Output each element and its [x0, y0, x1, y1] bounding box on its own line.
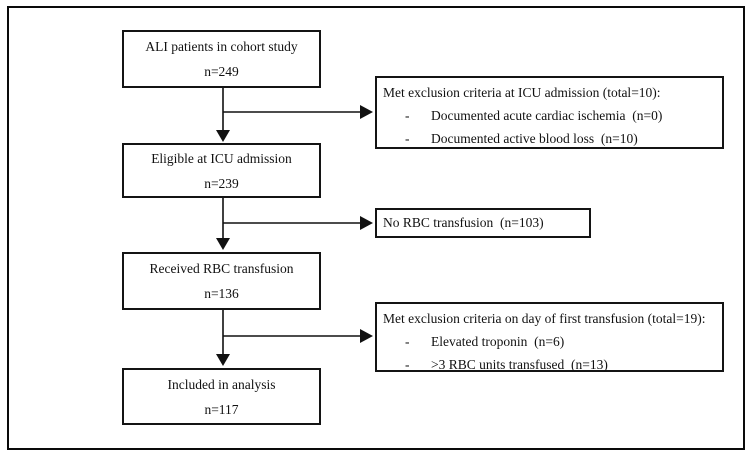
exclusion-item: - Elevated troponin (n=6) [383, 330, 716, 353]
dash-bullet: - [405, 108, 410, 123]
flow-box-included: Included in analysis n=117 [122, 368, 321, 425]
exclusion-item-text: Documented active blood loss (n=10) [431, 131, 638, 146]
flow-box-label: Included in analysis [167, 376, 276, 392]
dash-bullet: - [405, 357, 410, 372]
exclusion-box-icu-admission: Met exclusion criteria at ICU admission … [375, 76, 724, 149]
flow-box-transfused: Received RBC transfusion n=136 [122, 252, 321, 310]
exclusion-title: No RBC transfusion (n=103) [383, 215, 544, 230]
flow-box-count: n=239 [204, 175, 239, 191]
exclusion-title: Met exclusion criteria at ICU admission … [383, 85, 661, 100]
dash-bullet: - [405, 131, 410, 146]
flow-box-eligible: Eligible at ICU admission n=239 [122, 143, 321, 198]
exclusion-item: - Documented active blood loss (n=10) [383, 127, 716, 150]
dash-bullet: - [405, 334, 410, 349]
flow-box-label: Eligible at ICU admission [151, 150, 292, 166]
exclusion-title: Met exclusion criteria on day of first t… [383, 311, 706, 326]
exclusion-item: - >3 RBC units transfused (n=13) [383, 353, 716, 376]
flow-box-count: n=249 [204, 64, 239, 79]
exclusion-item: - Documented acute cardiac ischemia (n=0) [383, 104, 716, 127]
flow-box-count: n=117 [204, 401, 239, 417]
exclusion-item-text: >3 RBC units transfused (n=13) [431, 357, 608, 372]
flow-box-cohort: ALI patients in cohort study n=249 [122, 30, 321, 88]
exclusion-box-first-transfusion: Met exclusion criteria on day of first t… [375, 302, 724, 372]
exclusion-item-text: Documented acute cardiac ischemia (n=0) [431, 108, 663, 123]
flow-box-count: n=136 [204, 286, 239, 301]
flow-box-label: Received RBC transfusion [149, 261, 294, 276]
exclusion-box-no-transfusion: No RBC transfusion (n=103) [375, 208, 591, 238]
exclusion-item-text: Elevated troponin (n=6) [431, 334, 565, 349]
flow-box-label: ALI patients in cohort study [145, 39, 298, 54]
